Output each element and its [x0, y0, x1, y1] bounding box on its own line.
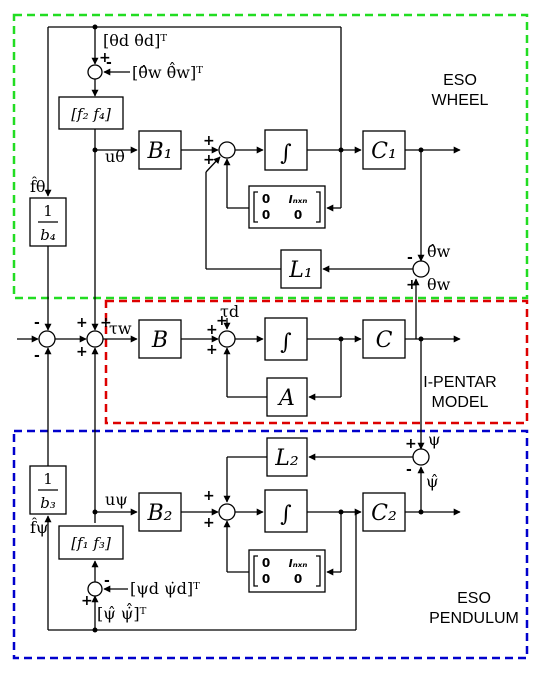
eso-pendulum-label-2: PENDULUM	[429, 610, 519, 627]
f1-f3-block	[58, 525, 124, 560]
L2-block	[266, 437, 308, 477]
matrix-pend-00: 0	[262, 556, 270, 570]
sum5-plus-c: +	[100, 315, 112, 331]
matrix-block-wheel	[248, 185, 326, 229]
sum-junction-eso-wheel	[218, 141, 236, 159]
ipentar-label-1: I-PENTAR	[423, 374, 496, 391]
integrator-wheel	[264, 129, 308, 171]
tau-w-label: τw	[109, 319, 132, 338]
B1-label: B₁	[147, 139, 173, 164]
matrix-wheel-00: 0	[262, 192, 270, 206]
sum6-plus-b: +	[206, 342, 218, 358]
eso-wheel-label-2: WHEEL	[432, 92, 489, 109]
f2-f4-block	[58, 96, 124, 130]
sum9-minus: -	[104, 573, 110, 589]
b3-den: b₃	[40, 494, 56, 512]
sum1-plus: +	[99, 50, 111, 66]
L1-label: L₁	[288, 258, 312, 283]
matrix-pend-10: 0	[262, 572, 270, 586]
C-label: C	[376, 328, 393, 353]
L1-block	[280, 249, 322, 289]
sum4-minus-top: -	[34, 315, 40, 331]
C-block	[362, 319, 406, 359]
psi-ref-label: [ψd ψ̇d]ᵀ	[130, 579, 200, 598]
sum-junction-theta	[87, 64, 103, 80]
A-label: A	[277, 386, 295, 411]
sum-junction-model	[218, 330, 236, 348]
sum-junction-eso-pendulum	[218, 503, 236, 521]
C2-block	[362, 492, 406, 532]
eso-wheel-label-1: ESO	[443, 72, 477, 89]
B2-block	[138, 492, 182, 532]
matrix-block-pendulum	[248, 549, 326, 593]
eso-wheel-region	[12, 13, 529, 300]
eso-pendulum-label-1: ESO	[457, 590, 491, 607]
theta-w-hat-label: θ̂w	[427, 242, 451, 261]
sum5-plus-a: +	[76, 315, 88, 331]
sum4-minus-bottom: -	[34, 348, 40, 364]
u-psi-label: uψ	[105, 490, 128, 509]
sum-junction-tau-w	[86, 330, 104, 348]
sum8-plus-a: +	[203, 488, 215, 504]
integrator-pendulum-label: ∫	[280, 502, 292, 527]
sum2-plus-b: +	[203, 152, 215, 168]
f-theta-label: f̂θ	[30, 177, 46, 196]
sum7-plus: +	[405, 436, 417, 452]
A-block	[266, 377, 308, 417]
integrator-model	[264, 317, 308, 361]
b3-num: 1	[43, 470, 53, 488]
sum8-plus-b: +	[203, 515, 215, 531]
theta-w-label: θw	[427, 275, 451, 294]
C1-label: C₁	[371, 139, 397, 164]
sum2-plus-a: +	[203, 133, 215, 149]
matrix-wheel-11: 0	[294, 208, 302, 222]
u-theta-label: uθ	[105, 147, 125, 166]
L2-label: L₂	[274, 446, 298, 471]
psi-hat-label: ψ̂	[426, 472, 439, 491]
theta-ref-label: [θd θ̇d]ᵀ	[103, 31, 167, 50]
b4-num: 1	[43, 202, 53, 220]
b4-den: b₄	[40, 226, 56, 244]
sum3-plus: +	[406, 277, 418, 293]
matrix-pend-01: Iₙₓₙ	[289, 557, 308, 570]
integrator-model-label: ∫	[280, 330, 292, 355]
f2-f4-label: [f₂ f₄]	[71, 105, 111, 123]
matrix-wheel-01: Iₙₓₙ	[289, 193, 308, 206]
ipentar-model-region	[104, 299, 529, 425]
sum3-minus: -	[407, 250, 413, 266]
sum9-plus: +	[81, 593, 93, 609]
tau-d-label: τd	[220, 302, 239, 321]
C2-label: C₂	[371, 501, 397, 526]
sum6-plus-a: +	[206, 322, 218, 338]
integrator-pendulum	[264, 489, 308, 533]
sum5-plus-b: +	[76, 344, 88, 360]
psi-label: ψ	[428, 430, 441, 449]
theta-hat-label: [θ̂w θ̇̂w]ᵀ	[132, 62, 203, 82]
sum1-minus: -	[106, 55, 112, 71]
matrix-wheel-10: 0	[262, 208, 270, 222]
sum7-minus: -	[406, 462, 412, 478]
sum6-plus-c: +	[216, 313, 228, 329]
B2-label: B₂	[147, 501, 173, 526]
psi-hat-vec-label: [ψ̂ ψ̇̂]ᵀ	[97, 603, 147, 623]
eso-pendulum-region	[12, 429, 529, 660]
integrator-wheel-label: ∫	[280, 141, 292, 166]
matrix-pend-11: 0	[294, 572, 302, 586]
B-label: B	[151, 328, 168, 353]
sum-junction-left	[38, 330, 56, 348]
f-psi-label: f̂ψ	[30, 518, 48, 537]
ipentar-label-2: MODEL	[432, 394, 489, 411]
f1-f3-label: [f₁ f₃]	[71, 534, 111, 552]
